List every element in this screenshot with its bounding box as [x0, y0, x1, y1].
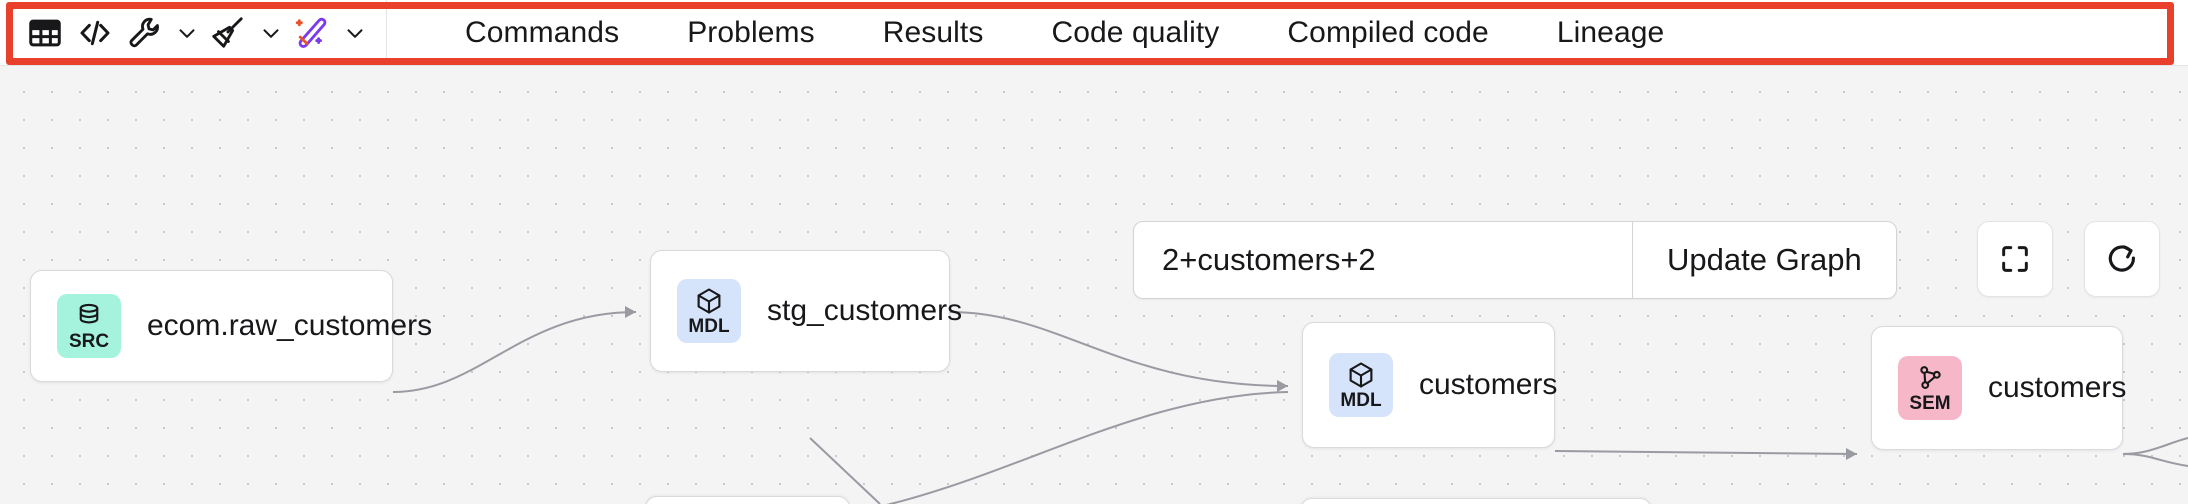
- graph-search-input[interactable]: [1134, 222, 1632, 298]
- tab-results[interactable]: Results: [882, 15, 984, 49]
- toolbar-icon-group: [0, 0, 387, 65]
- lineage-canvas[interactable]: Update Graph SRC ecom.ra: [0, 66, 2188, 504]
- node-label-raw-customers: ecom.raw_customers: [147, 309, 433, 342]
- lineage-node-customers-sem[interactable]: SEM customers: [1871, 326, 2127, 450]
- node-label-stg-customers: stg_customers: [767, 294, 963, 327]
- toolbar-tabs: Commands Problems Results Code quality C…: [387, 0, 1698, 65]
- network-icon: [1920, 366, 1941, 389]
- tab-commands[interactable]: Commands: [465, 15, 620, 49]
- fullscreen-icon: [2002, 246, 2028, 272]
- refresh-graph-button[interactable]: [2084, 221, 2160, 297]
- fit-to-screen-button[interactable]: [1977, 221, 2053, 297]
- node-label-customers-sem: customers: [1988, 371, 2127, 404]
- chevron-down-icon-broom[interactable]: [256, 10, 286, 56]
- graph-search-group: Update Graph: [1133, 221, 1897, 299]
- lineage-node-partial-right[interactable]: [1300, 498, 1652, 504]
- node-badge-src: SRC: [57, 294, 121, 358]
- cube-icon: [697, 288, 721, 314]
- node-badge-mdl-customers: MDL: [1329, 353, 1393, 417]
- editor-toolbar: Commands Problems Results Code quality C…: [0, 0, 2188, 66]
- search-divider: [1632, 222, 1633, 298]
- chevron-down-icon-wrench[interactable]: [172, 10, 202, 56]
- lineage-node-stg-customers[interactable]: MDL stg_customers: [650, 250, 962, 372]
- tab-compiled-code[interactable]: Compiled code: [1287, 15, 1489, 49]
- magic-wand-icon[interactable]: [290, 10, 336, 56]
- chevron-down-icon-wand[interactable]: [340, 10, 370, 56]
- node-label-customers-mdl: customers: [1419, 368, 1558, 401]
- node-badge-label: SRC: [68, 331, 110, 352]
- table-view-icon[interactable]: [22, 10, 68, 56]
- tab-code-quality[interactable]: Code quality: [1051, 15, 1220, 49]
- cube-icon: [1349, 362, 1373, 388]
- code-icon[interactable]: [72, 10, 118, 56]
- node-badge-mdl-stg: MDL: [677, 279, 741, 343]
- wrench-icon[interactable]: [122, 10, 168, 56]
- node-badge-label: MDL: [1340, 390, 1382, 411]
- lineage-node-customers-mdl[interactable]: MDL customers: [1302, 322, 1558, 448]
- lineage-node-partial-left[interactable]: [645, 496, 850, 504]
- database-icon: [79, 303, 99, 324]
- node-badge-label: SEM: [1909, 393, 1951, 414]
- tab-problems[interactable]: Problems: [687, 15, 815, 49]
- update-graph-button[interactable]: Update Graph: [1633, 222, 1896, 298]
- refresh-icon: [2108, 245, 2135, 272]
- node-badge-sem: SEM: [1898, 356, 1962, 420]
- tab-lineage[interactable]: Lineage: [1556, 15, 1665, 49]
- broom-icon[interactable]: [206, 10, 252, 56]
- node-badge-label: MDL: [688, 316, 730, 337]
- lineage-node-raw-customers[interactable]: SRC ecom.raw_customers: [30, 270, 432, 382]
